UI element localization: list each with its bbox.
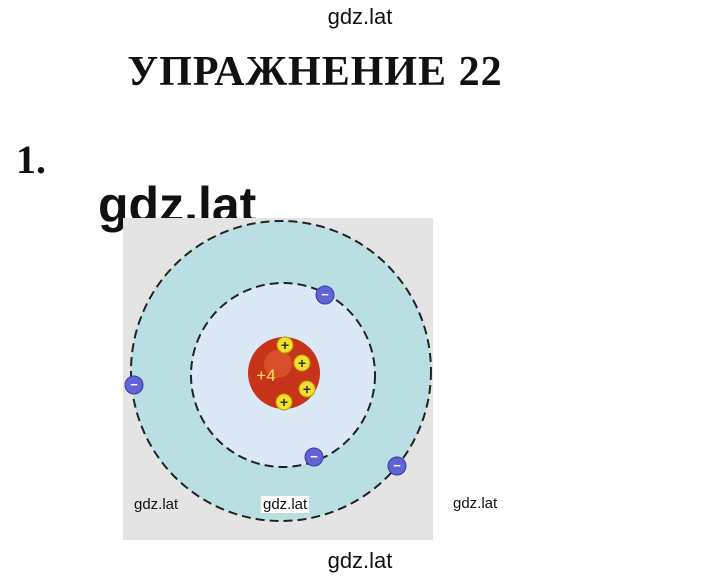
electron: − [315,285,335,305]
proton-sign: + [280,394,288,410]
proton: + [298,380,316,398]
watermark-top: gdz.lat [327,4,393,29]
svg-text:−: − [393,458,401,473]
watermark-small: gdz.lat [261,496,310,513]
proton: + [275,393,293,411]
watermark-small: gdz.lat [453,495,498,512]
proton-sign: + [298,355,306,371]
proton-sign: + [303,381,311,397]
electron: − [387,456,407,476]
svg-text:−: − [310,449,318,464]
svg-text:−: − [130,377,138,392]
electron: − [304,447,324,467]
nucleus-charge: +4 [256,366,275,385]
svg-text:−: − [321,287,329,302]
proton-sign: + [281,337,289,353]
atom-figure: +4 + + + + − − − [123,218,433,540]
proton: + [276,336,294,354]
proton: + [293,354,311,372]
watermark-small: gdz.lat [134,496,179,513]
atom-diagram: +4 + + + + − − − [124,220,432,522]
page-title: УПРАЖНЕНИЕ 22 [127,49,503,95]
nucleus-highlight [264,350,292,378]
watermark-bottom: gdz.lat [327,548,393,573]
electron: − [124,375,144,395]
item-number: 1. [16,137,46,182]
